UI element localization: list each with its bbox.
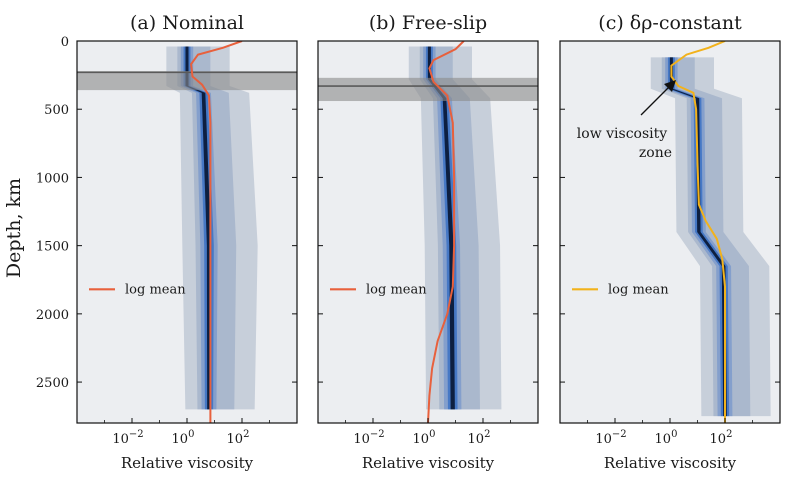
log-mean-line	[427, 41, 465, 423]
x-axis-label: Relative viscosity	[121, 454, 254, 472]
x-axis-label: Relative viscosity	[362, 454, 495, 472]
x-tick-label: 10−2	[112, 429, 143, 447]
x-tick-label: 100	[172, 429, 195, 447]
log-mean-line	[190, 41, 243, 423]
annotation-line-2: zone	[639, 145, 672, 161]
log-mean-line	[670, 41, 726, 423]
y-tick-label: 500	[44, 103, 69, 118]
panel-c: (c) δρ-constant log mean 10−2 100 102Relativ…	[559, 12, 781, 472]
panel-b: (b) Free-slip log mean 10−2 100 102Relative …	[317, 12, 539, 472]
legend-label: log mean	[608, 282, 669, 297]
legend-label: log mean	[366, 282, 427, 297]
y-tick-label: 2500	[36, 376, 69, 391]
y-axis-label: Depth, km	[3, 178, 25, 278]
annotation-line-1: low viscosity	[577, 126, 667, 142]
y-tick-label: 0	[61, 35, 69, 50]
pdf-layer-5	[427, 46, 455, 410]
panel-body	[650, 41, 771, 423]
transition-zone-band	[77, 71, 297, 91]
x-tick-label: 102	[468, 429, 491, 447]
x-tick-label: 102	[227, 429, 250, 447]
legend-label: log mean	[125, 282, 186, 297]
panel-body	[77, 41, 297, 423]
x-tick-label: 10−2	[595, 429, 626, 447]
y-tick-label: 1000	[36, 171, 69, 186]
x-axis-label: Relative viscosity	[604, 454, 737, 472]
annotation: low viscosity zone	[577, 80, 676, 161]
x-tick-label: 10−2	[353, 429, 384, 447]
x-tick-label: 102	[710, 429, 733, 447]
y-tick-label: 1500	[36, 240, 69, 255]
panel-body	[318, 41, 538, 423]
panel-title: (a) Nominal	[130, 12, 244, 34]
y-tick-label: 2000	[36, 308, 69, 323]
transition-zone-band	[318, 77, 538, 102]
pdf-layer-4	[425, 46, 458, 410]
x-tick-label: 100	[413, 429, 436, 447]
pdf-layer-5	[185, 46, 212, 410]
pdf-layer-4	[667, 57, 730, 417]
panel-title: (c) δρ-constant	[598, 12, 742, 34]
panel-title: (b) Free-slip	[369, 12, 487, 34]
pdf-layer-5	[669, 57, 727, 417]
x-tick-label: 100	[655, 429, 678, 447]
annotation-arrow-head	[664, 80, 676, 92]
